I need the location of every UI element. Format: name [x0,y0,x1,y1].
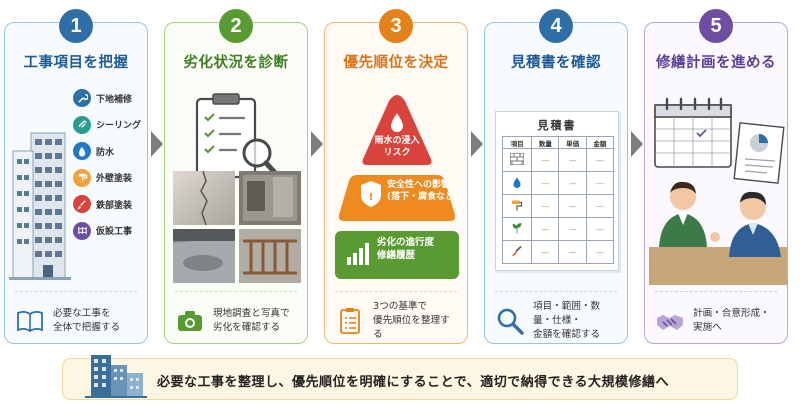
step-card-2: 2 劣化状況を診断 [164,9,308,344]
summary-banner: 必要な工事を整理し、優先順位を明確にすることで、適切で納得できる大規模修繕へ [62,355,738,400]
table-row: ——— [501,194,615,218]
rusted-railing-photo [239,229,301,283]
step-title: 工事項目を把握 [23,55,129,71]
arrow-right-icon [631,131,643,157]
step-card-5: 5 修繕計画を進める 計画・合意形成・実施へ [644,9,788,344]
step-card-3: 3 優先順位を決定 ! 雨水の浸入 リスク 安全性への影響 (落下・腐食など) … [324,9,468,344]
step-number-badge: 3 [379,9,413,43]
list-item: 鉄部塗装 [73,191,147,218]
shield-icon [361,181,381,207]
svg-text:!: ! [369,192,374,203]
step-footer: 項目・範囲・数量・仕様・金額を確認する [495,301,619,341]
step-number-badge: 5 [699,9,733,43]
arrow-right-icon [471,131,483,157]
construction-item-list: 下地補修 シーリング 防水 外壁塗装 鉄部塗装 [73,85,147,244]
camera-icon [178,311,202,331]
step-card-1: 1 工事項目を把握 下地補修 [4,9,148,344]
open-book-icon [17,311,43,333]
divider [495,291,617,292]
table-row: ——— [501,148,615,172]
paint-roller-icon [512,200,523,210]
apartment-building-illustration [9,132,71,280]
list-item: 外壁塗装 [73,165,147,192]
step-number-badge: 1 [59,9,93,43]
step-footer: 必要な工事を全体で把握する [15,301,139,341]
arrow-right-icon [311,131,323,157]
step-footer: 現地調査と写真で劣化を確認する [175,301,299,341]
list-item: 下地補修 [73,85,147,112]
water-drop-icon [73,142,91,161]
divider [15,291,137,292]
wrench-icon [73,89,91,108]
waterproof-floor-photo [173,229,235,283]
divider [655,291,777,292]
buildings-icon [85,355,147,398]
arrow-right-icon [151,131,163,157]
water-drop-icon [391,113,403,132]
water-drop-icon [513,177,521,188]
summary-text: 必要な工事を整理し、優先順位を明確にすることで、適切で納得できる大規模修繕へ [157,375,669,390]
list-item: シーリング [73,112,147,139]
estimate-table: 項目 数量 単価 金額 ——— ——— ——— ——— [501,136,615,264]
step-footer: 計画・合意形成・実施へ [655,301,779,341]
planning-meeting-illustration [649,97,787,285]
estimate-document: 見積書 項目 数量 単価 金額 ——— ——— ——— ——— [495,111,619,271]
bar-chart-icon [347,243,369,265]
divider [175,291,297,292]
table-row: ——— [501,171,615,195]
table-row: ——— [501,217,615,241]
clipboard-checklist-icon [195,93,282,180]
pyramid-middle-label: 安全性への影響 (落下・腐食など) [387,180,459,203]
step-title: 修繕計画を進める [656,55,776,71]
sealant-gun-icon [73,115,91,134]
priority-pyramid: ! [335,95,459,279]
estimate-heading: 見積書 [537,119,577,132]
plant-icon [512,222,522,233]
paint-brush-icon [512,245,522,256]
wall-crack-photo [173,171,235,225]
step-number-badge: 2 [219,9,253,43]
handshake-icon [657,315,683,330]
brick-icon [509,152,525,166]
divider [335,291,457,292]
pyramid-bottom-label: 劣化の進行度 修繕履歴 [377,237,435,261]
scaffold-icon [73,221,91,240]
step-number-badge: 4 [539,9,573,43]
list-item: 防水 [73,138,147,165]
step-card-4: 4 見積書を確認 見積書 項目 数量 単価 金額 ——— ——— ——— [484,9,628,344]
step-title: 見積書を確認 [511,55,601,71]
step-title: 優先順位を決定 [343,55,449,71]
list-item: 仮設工事 [73,218,147,245]
table-row: ——— [501,240,615,264]
paint-brush-icon [73,195,91,214]
step-footer: 3つの基準で優先順位を整理する [335,301,459,341]
checklist-icon [340,308,360,334]
magnifier-icon [497,308,524,335]
pyramid-top-label: 雨水の浸入 リスク [374,136,420,159]
corroded-wall-photo [239,171,301,225]
step-title: 劣化状況を診断 [183,55,289,71]
paint-roller-icon [73,168,91,187]
